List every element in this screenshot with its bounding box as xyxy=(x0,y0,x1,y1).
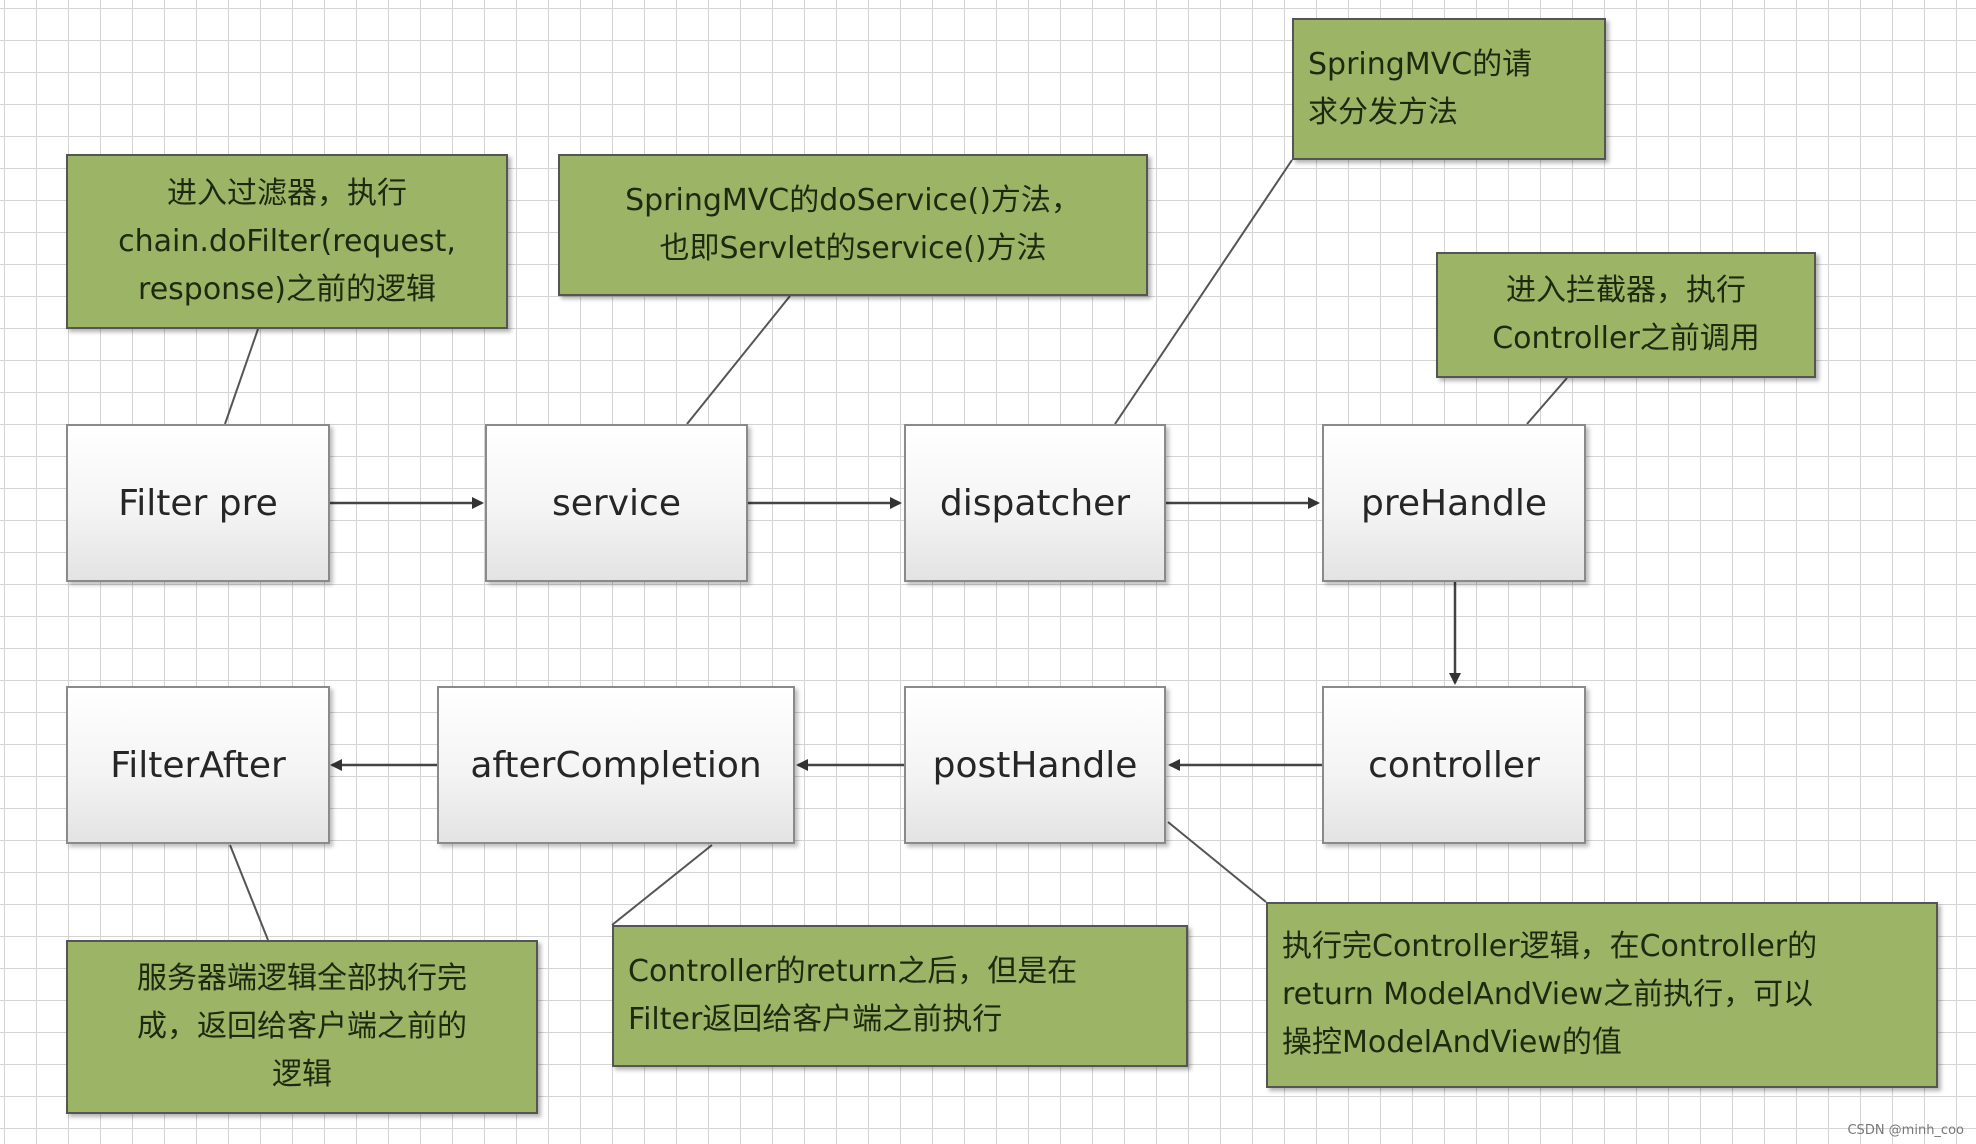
callout-line-posthandle xyxy=(1167,821,1267,903)
node-aftercompletion: afterCompletion xyxy=(437,686,795,844)
node-prehandle: preHandle xyxy=(1322,424,1586,582)
callout-line-filterafter xyxy=(229,844,269,941)
callout-line-service xyxy=(686,295,791,425)
note-filter-pre: 进入过滤器，执行 chain.doFilter(request, respons… xyxy=(66,154,508,329)
note-filterafter: 服务器端逻辑全部执行完 成，返回给客户端之前的 逻辑 xyxy=(66,940,538,1114)
node-filterafter: FilterAfter xyxy=(66,686,330,844)
node-posthandle: postHandle xyxy=(904,686,1166,844)
note-prehandle: 进入拦截器，执行 Controller之前调用 xyxy=(1436,252,1816,378)
watermark: CSDN @minh_coo xyxy=(1847,1123,1964,1138)
note-service: SpringMVC的doService()方法， 也即Servlet的servi… xyxy=(558,154,1148,296)
note-posthandle: 执行完Controller逻辑，在Controller的 return Mode… xyxy=(1266,902,1938,1088)
callout-line-dispatcher xyxy=(1114,159,1293,425)
node-filter-pre: Filter pre xyxy=(66,424,330,582)
callout-line-aftercompletion xyxy=(611,844,713,926)
note-dispatcher: SpringMVC的请 求分发方法 xyxy=(1292,18,1606,160)
node-service: service xyxy=(485,424,748,582)
node-controller: controller xyxy=(1322,686,1586,844)
node-dispatcher: dispatcher xyxy=(904,424,1166,582)
callout-line-prehandle xyxy=(1526,377,1568,425)
callout-line-filter-pre xyxy=(224,328,259,425)
note-aftercompletion: Controller的return之后，但是在 Filter返回给客户端之前执行 xyxy=(612,925,1188,1067)
